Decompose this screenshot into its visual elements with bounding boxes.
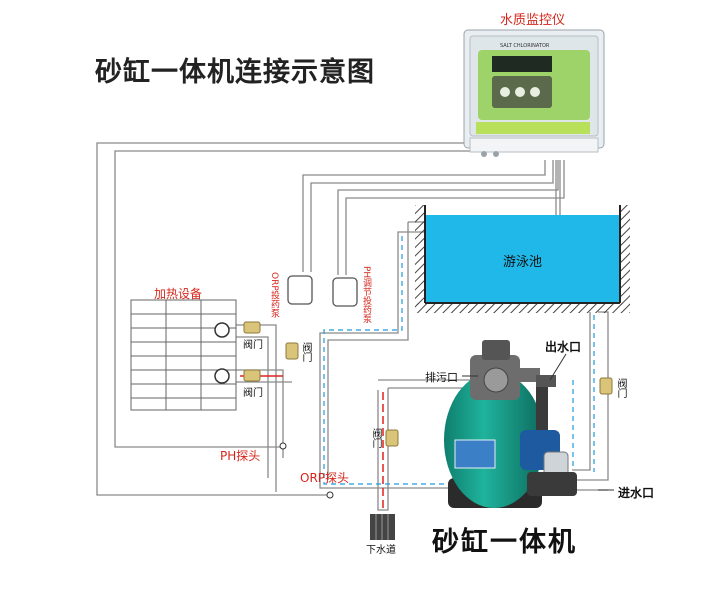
valves xyxy=(243,321,613,447)
orp-probe-node xyxy=(326,491,334,499)
valve-label-5: 阀门 xyxy=(615,378,626,398)
product-name: 砂缸一体机 xyxy=(432,527,577,558)
waste-outlet-label: 排污口 xyxy=(425,371,458,384)
ph-probe-label: PH探头 xyxy=(220,449,261,463)
drain-label: 下水道 xyxy=(366,545,396,556)
valve-label-2: 阀门 xyxy=(243,388,263,399)
pool-label: 游泳池 xyxy=(503,255,543,270)
heater xyxy=(130,299,237,411)
dosing-pumps xyxy=(287,275,358,307)
water-outlet-label: 出水口 xyxy=(545,340,582,354)
drain xyxy=(370,514,395,540)
valve-label-3: 阀门 xyxy=(300,342,311,362)
water-inlet-label: 进水口 xyxy=(618,486,655,500)
monitor-label: 水质监控仪 xyxy=(500,13,566,28)
orp-probe-label: ORP探头 xyxy=(300,471,350,485)
heater-label: 加热设备 xyxy=(154,287,203,301)
valve-label-1: 阀门 xyxy=(243,340,263,351)
swimming-pool xyxy=(415,205,630,313)
monitor-panel-label: SALT CHLORINATOR xyxy=(500,43,550,49)
callout-lines xyxy=(462,353,614,491)
valve-label-4: 阀门 xyxy=(370,428,381,448)
diagram-title: 砂缸一体机连接示意图 xyxy=(95,57,375,88)
sand-filter-unit xyxy=(444,340,577,508)
orp-pump-label: ORP投药泵 xyxy=(269,272,279,318)
ph-pump-label: PH调节投药泵 xyxy=(361,266,371,324)
water-quality-monitor xyxy=(463,29,605,157)
water-flow-lines xyxy=(323,236,595,485)
ph-probe-node xyxy=(279,442,287,450)
